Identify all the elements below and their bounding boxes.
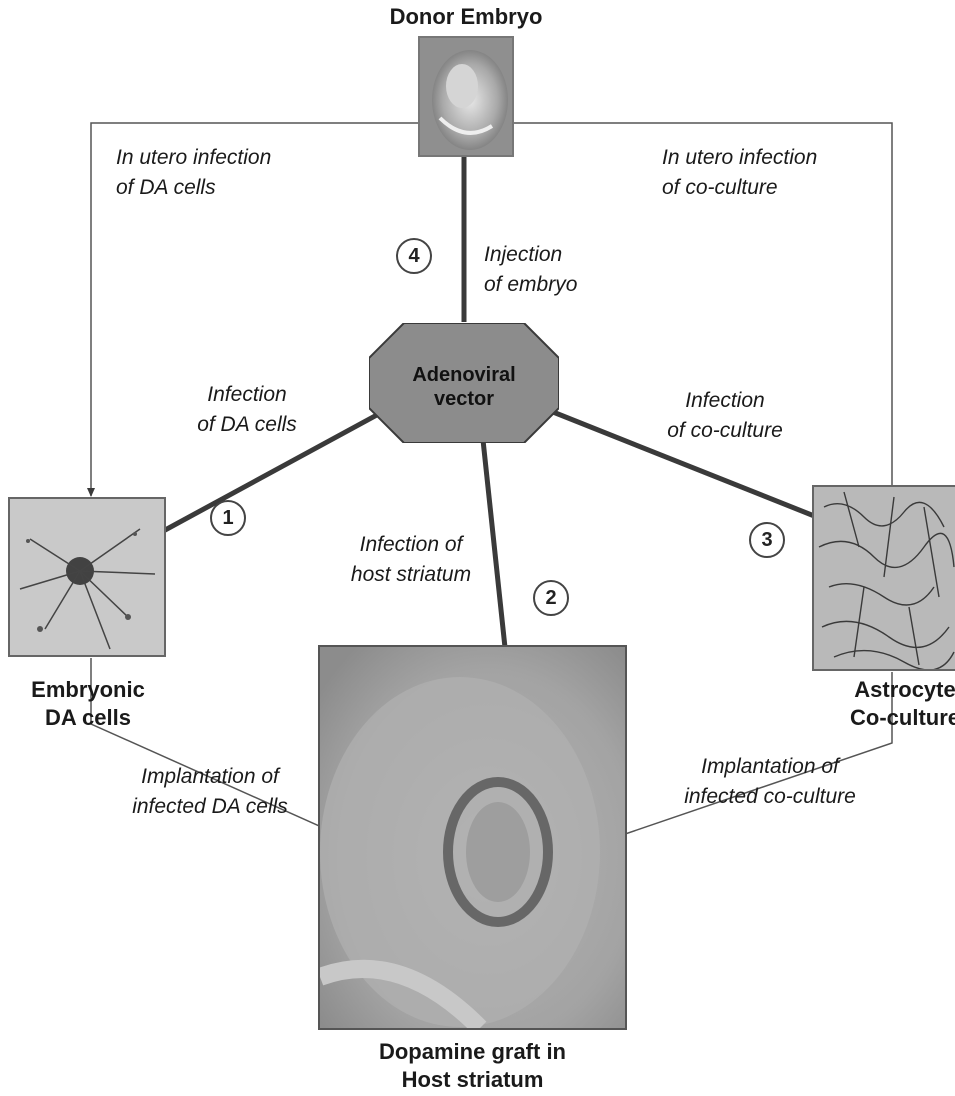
step-number-4: 4 — [396, 238, 432, 274]
edge-label-injection: Injection of embryo — [484, 240, 577, 300]
dopamine-graft-image — [318, 645, 627, 1030]
step-number-2: 2 — [533, 580, 569, 616]
embryonic-da-cells-label: Embryonic DA cells — [0, 676, 176, 732]
astrocyte-co-culture-label: Astrocyte Co-culture — [825, 676, 955, 732]
embryonic-da-cells-image — [8, 497, 166, 657]
edge-label-implant-co: Implantation of infected co-culture — [650, 752, 890, 812]
dopamine-graft-label: Dopamine graft in Host striatum — [318, 1038, 627, 1094]
adenoviral-vector-node: Adenoviral vector — [369, 323, 559, 443]
donor-embryo-image — [418, 36, 514, 157]
edge-label-in-utero-co: In utero infection of co-culture — [662, 143, 817, 203]
edge-label-infection-co: Infection of co-culture — [640, 386, 810, 446]
step-number-1: 1 — [210, 500, 246, 536]
edge-label-in-utero-da: In utero infection of DA cells — [116, 143, 271, 203]
edge-label-implant-da: Implantation of infected DA cells — [100, 762, 320, 822]
edge-label-infection-da: Infection of DA cells — [172, 380, 322, 440]
edge-label-infection-host: Infection of host striatum — [326, 530, 496, 590]
astrocyte-co-culture-image — [812, 485, 955, 671]
adenoviral-vector-label: Adenoviral vector — [369, 363, 559, 411]
donor-embryo-label: Donor Embryo — [360, 4, 572, 30]
step-number-3: 3 — [749, 522, 785, 558]
